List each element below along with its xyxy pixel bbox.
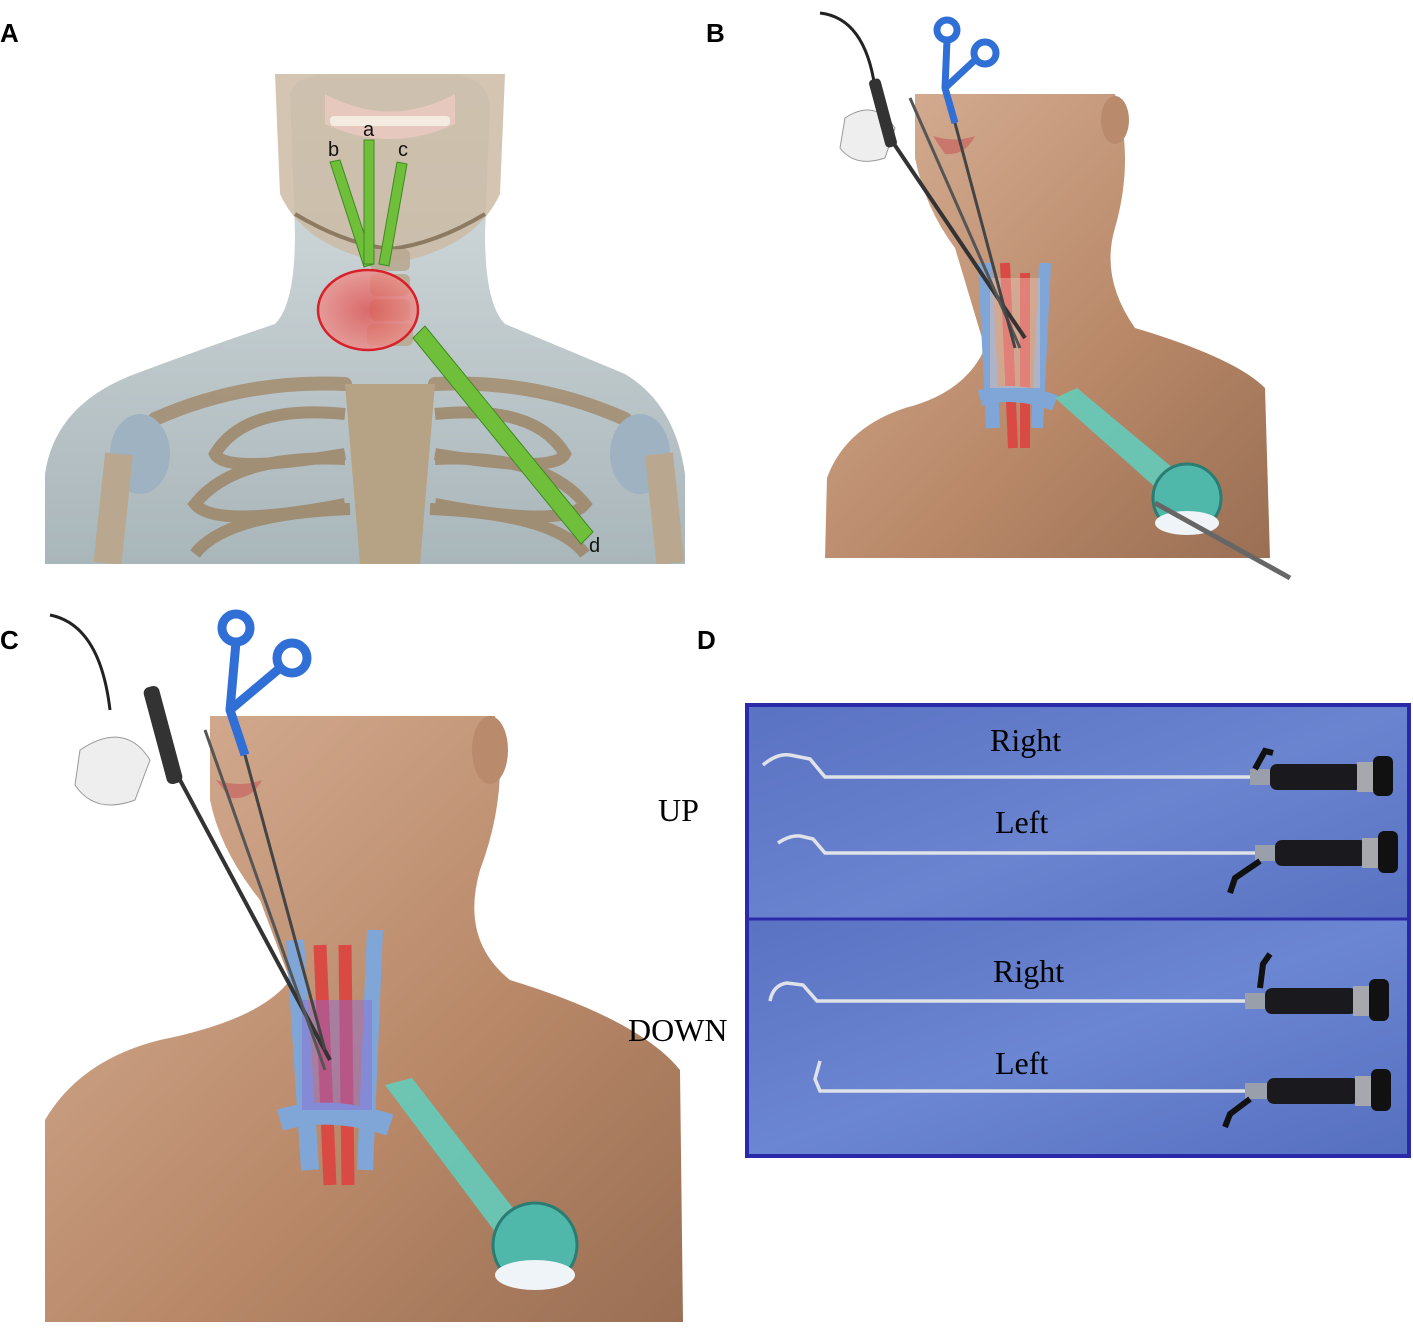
- path-d: [412, 325, 594, 545]
- panel-d-instrument-photo: [745, 703, 1411, 958]
- instrument-up-left: [777, 831, 1398, 894]
- scissor-shaft-c: [243, 754, 327, 1051]
- target-region-outline: [316, 268, 420, 352]
- path-label-c: c: [398, 139, 408, 161]
- thyroid-target-region: [318, 270, 418, 350]
- group-label-down: DOWN: [628, 1012, 728, 1048]
- right-humerus: [645, 452, 685, 564]
- panel-letter-a: A: [0, 18, 19, 48]
- trocar-b: [1055, 388, 1292, 581]
- trocar-c: [385, 1078, 579, 1290]
- lips-b: [933, 136, 975, 155]
- path-label-a: a: [363, 119, 375, 141]
- ear-b: [1101, 96, 1129, 144]
- approach-paths: [329, 139, 594, 545]
- scissors-b: [933, 16, 1000, 124]
- working-space-c: [302, 1000, 372, 1110]
- skull: [275, 74, 505, 264]
- path-a: [363, 139, 375, 265]
- panel-letter-d: D: [697, 625, 716, 655]
- neck-vessels-c: [276, 929, 394, 1186]
- path-label-d: d: [589, 535, 600, 557]
- path-label-b: b: [328, 139, 339, 161]
- left-humerus: [93, 452, 133, 564]
- scissor-shaft-b: [953, 122, 1017, 349]
- photo-lower-frame: [745, 919, 1411, 1158]
- ear-c: [472, 716, 508, 784]
- panel-a-skeleton-illustration: a b c d: [45, 74, 685, 564]
- neck-vessels-b: [977, 262, 1058, 449]
- instrument-label-down-left: Left: [995, 1045, 1049, 1081]
- instrument-label-up-right: Right: [990, 722, 1062, 758]
- sternum: [345, 384, 435, 564]
- panel-d-instrument-photo-lower: [745, 919, 1411, 1158]
- photo-frame: [745, 703, 1411, 958]
- panel-letter-b: B: [706, 18, 725, 48]
- instrument-down-right-body: [768, 952, 1389, 1021]
- panel-b-surgical-illustration: [819, 11, 1292, 581]
- rib-cage: [187, 406, 593, 558]
- panel-c-surgical-illustration: [45, 609, 683, 1322]
- instrument-label-down-right: Right: [993, 953, 1065, 989]
- endoscope-c: [49, 613, 332, 1071]
- instrument-label-up-left: Left: [995, 804, 1049, 840]
- path-c: [378, 161, 408, 267]
- instrument-down-left: [813, 1060, 1391, 1129]
- instrument-up-right: [761, 747, 1393, 796]
- group-label-up: UP: [658, 792, 699, 828]
- scissors-c: [217, 609, 312, 757]
- panel-letter-c: C: [0, 625, 19, 655]
